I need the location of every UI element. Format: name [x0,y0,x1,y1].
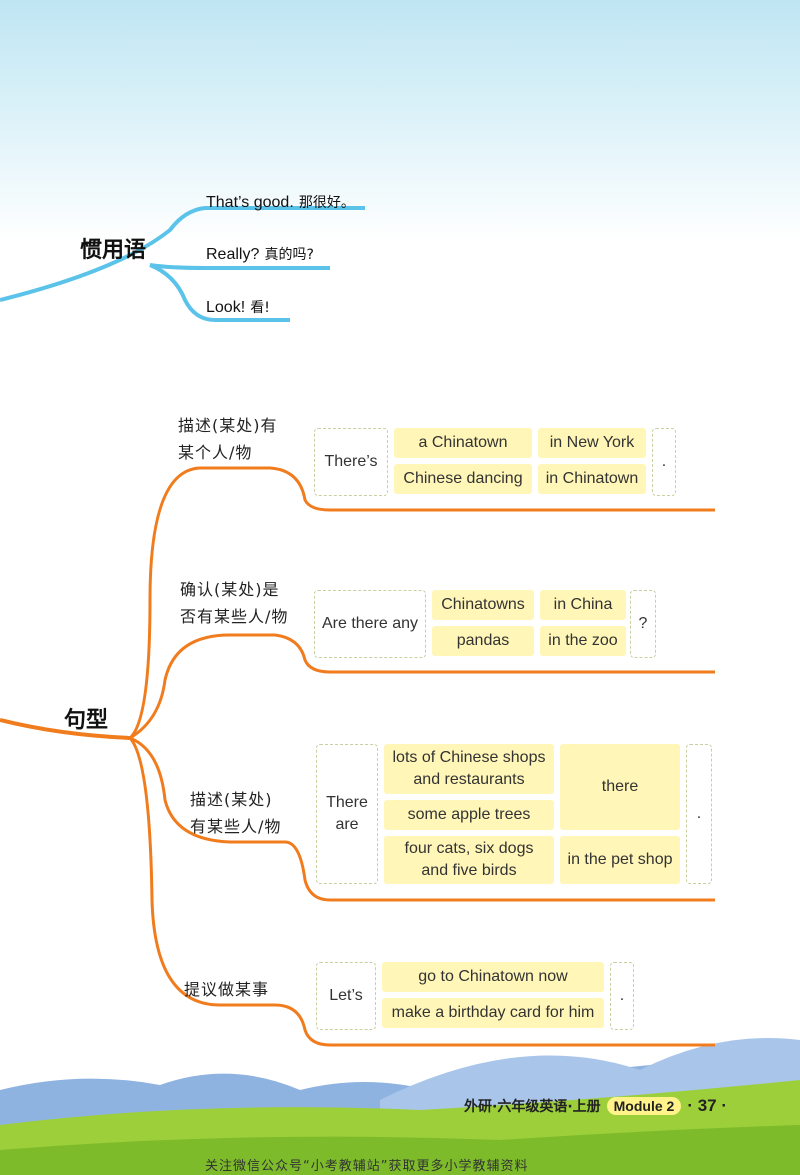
branch-4-cell: make a birthday card for him [382,998,604,1028]
branch-3-end: . [686,744,712,884]
branch-1-cell: in Chinatown [538,464,646,494]
idiom-en: Really? [206,246,260,263]
branch-2-cell: pandas [432,626,534,656]
idiom-item-2: Really? 真的吗? [206,244,314,264]
idiom-item-3: Look! 看! [206,297,270,317]
branch-label-line: 描述(某处) [190,790,273,809]
branch-3-cell: some apple trees [384,800,554,830]
branch-1-label: 描述(某处)有 某个人/物 [178,412,278,466]
branch-2-cell: Chinatowns [432,590,534,620]
cell-line: lots of Chinese shops [392,749,546,766]
branch-2-end: ? [630,590,656,658]
branch-label-line: 描述(某处)有 [178,416,278,435]
cell-line: and restaurants [413,771,525,788]
cell-line: and five birds [421,862,517,879]
sky-background [0,0,800,240]
cell-line: four cats, six dogs [404,840,534,857]
idiom-zh: 真的吗? [264,247,314,263]
module-badge: Module 2 [606,1097,682,1115]
branch-label-line: 某个人/物 [178,443,253,462]
branch-2-cell: in China [540,590,626,620]
branch-2-label: 确认(某处)是 否有某些人/物 [180,576,288,630]
branch-3-label: 描述(某处) 有某些人/物 [190,786,281,840]
idiom-zh: 看! [250,300,270,316]
patterns-heading: 句型 [64,708,109,733]
branch-label-line: 确认(某处)是 [180,580,280,599]
branch-1-cell: Chinese dancing [394,464,532,494]
branch-4-start: Let’s [316,962,376,1030]
page-footer: 外研·六年级英语·上册 Module 2 · 37 · [464,1096,727,1116]
branch-1-cell: in New York [538,428,646,458]
branch-3-cell: lots of Chinese shops and restaurants [384,744,554,794]
branch-label-line: 否有某些人/物 [180,607,289,626]
branch-3-start: There are [316,744,378,884]
start-line: are [335,816,359,833]
branch-1-cell: a Chinatown [394,428,532,458]
branch-2-start: Are there any [314,590,426,658]
idiom-en: Look! [206,299,246,316]
branch-1-end: . [652,428,676,496]
start-line: There [326,794,368,811]
branch-4-end: . [610,962,634,1030]
idiom-en: That’s good. [206,194,294,211]
branch-label-line: 有某些人/物 [190,817,282,836]
book-title: 外研·六年级英语·上册 [464,1099,601,1115]
branch-3-place: in the pet shop [560,836,680,884]
idiom-item-1: That’s good. 那很好。 [206,192,355,212]
branch-3-cell: four cats, six dogs and five birds [384,836,554,884]
branch-3-place: there [560,744,680,830]
landscape-illustration [0,1038,800,1175]
branch-1-start: There’s [314,428,388,496]
watermark-text: 关注微信公众号“小考教辅站”获取更多小学教辅资料 [205,1159,529,1174]
branch-4-label: 提议做某事 [184,976,269,1003]
idiom-zh: 那很好。 [298,195,355,211]
branch-label-line: 提议做某事 [184,980,270,999]
idioms-heading: 惯用语 [80,238,147,263]
page-number: · 37 · [687,1096,727,1115]
branch-4-cell: go to Chinatown now [382,962,604,992]
branch-2-cell: in the zoo [540,626,626,656]
